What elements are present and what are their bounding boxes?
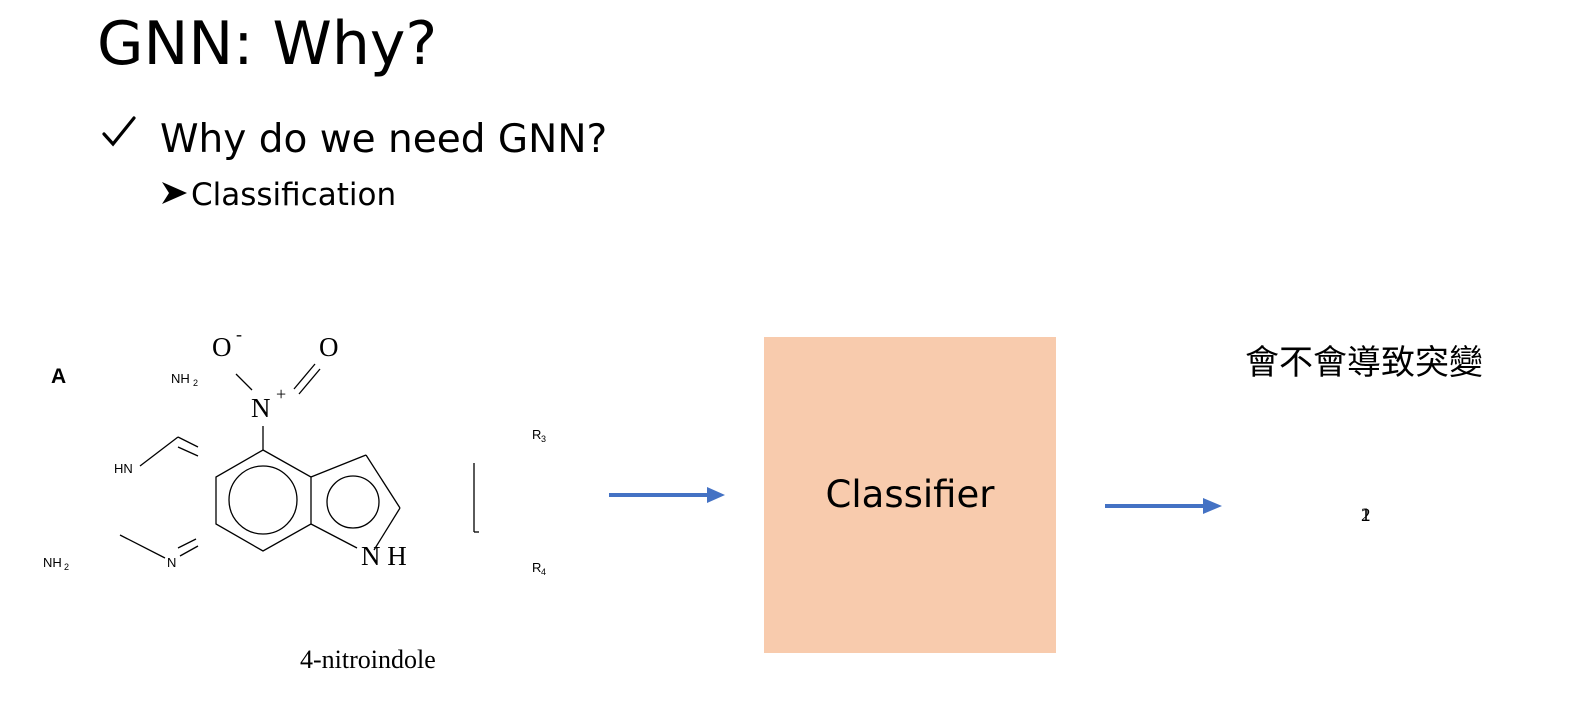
overlapping-digits: 1 2 [1355,505,1379,539]
amine-bottom-label: NH [43,555,62,570]
digit-two: 2 [1361,505,1371,526]
r4-subscript: 4 [541,567,546,577]
ring-nitrogen-label: N [167,555,176,570]
nitro-nitrogen-label: N [251,393,271,423]
indole-nh-label: N H [361,541,407,571]
amine-top-label: NH [171,371,190,386]
oxygen-minus-charge: - [236,324,242,344]
classifier-label: Classifier [825,473,995,516]
right-arrow-icon [1105,498,1222,514]
r3-subscript: 3 [541,434,546,444]
oxygen-label: O [319,332,339,362]
molecule-caption: 4-nitroindole [300,645,436,674]
arrowhead-bullet-icon [160,178,190,217]
oxygen-minus-label: O [212,332,232,362]
r3-label: R [532,427,541,442]
digit-one: 1 [1361,505,1371,526]
mutation-question: 會不會導致突變 [1245,343,1483,383]
sub-bullet-text: Classification [191,177,397,213]
nitro-nitrogen-charge: + [276,384,286,404]
bullet-text: Why do we need GNN? [160,117,608,162]
checkmark-icon [100,112,140,163]
right-arrow-icon [609,487,725,503]
r4-label: R [532,560,541,575]
hn-label: HN [114,461,133,476]
amine-top-subscript: 2 [193,378,198,388]
amine-bottom-subscript: 2 [64,562,69,572]
molecule-diagram: O - O N + N H A NH 2 HN NH 2 N R 3 R 4 4… [43,324,546,674]
classifier-box [764,337,1056,653]
slide-title: GNN: Why? [97,9,438,79]
panel-letter: A [51,365,66,388]
